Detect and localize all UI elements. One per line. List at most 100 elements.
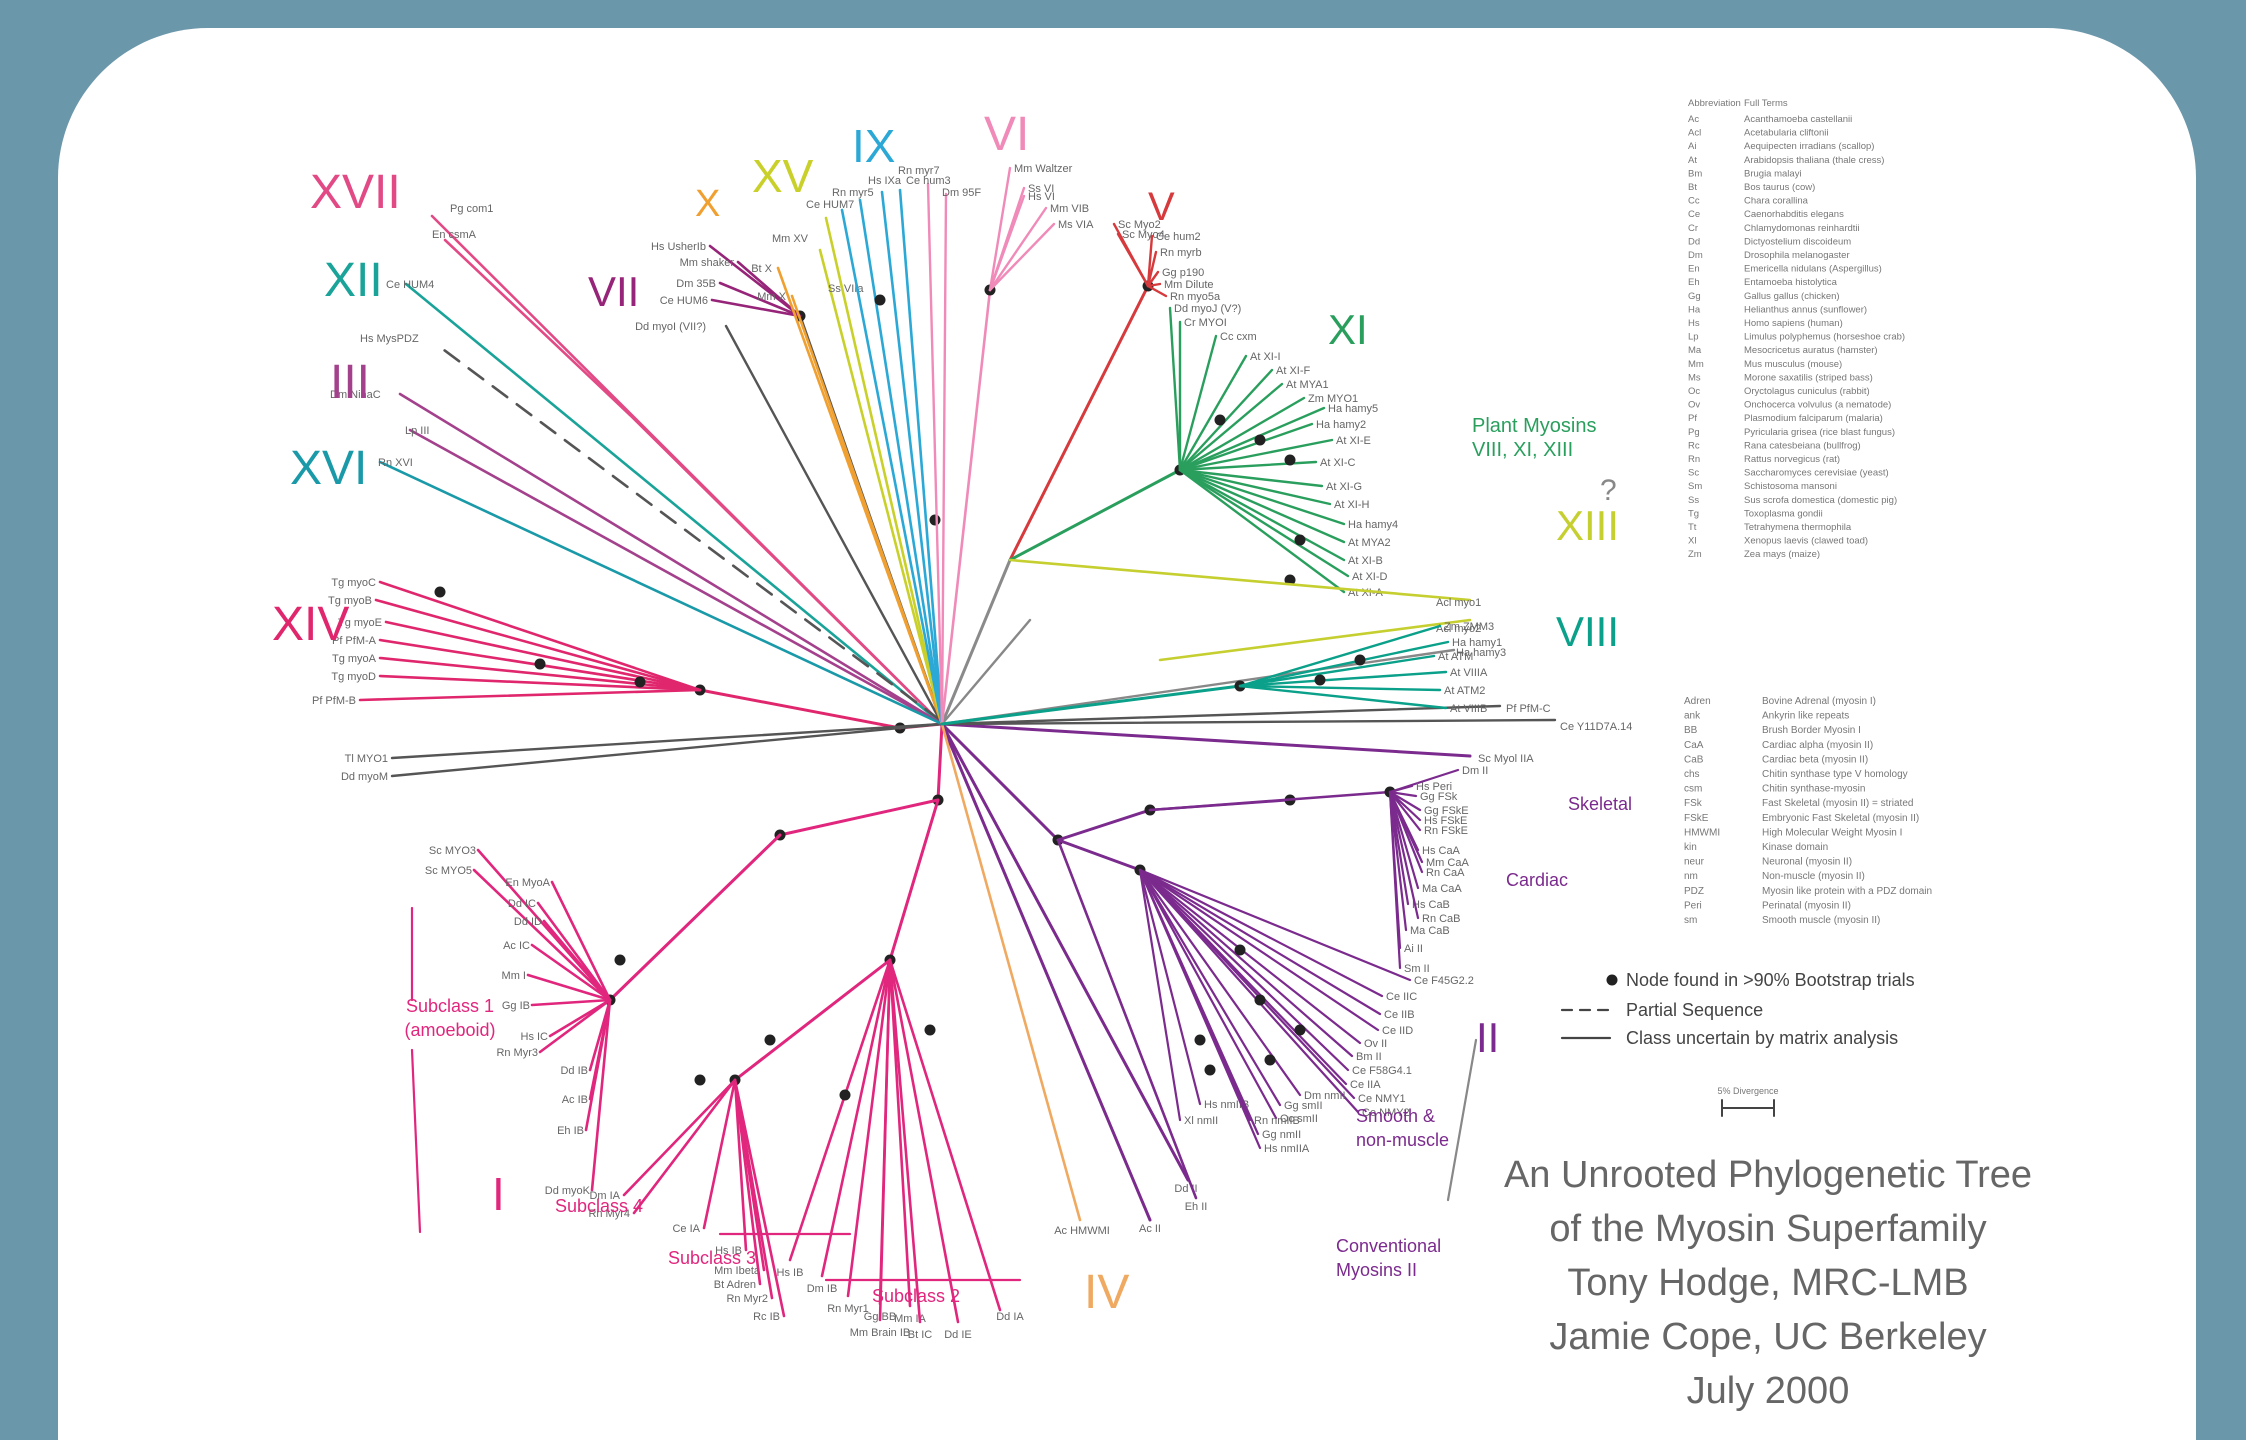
tree-branch: [776, 266, 944, 726]
tree-branch: [1388, 790, 1424, 874]
tree-branch: [1138, 868, 1360, 1114]
leaf-label: Ac II: [1139, 1223, 1161, 1235]
tree-branch: [1138, 868, 1182, 1122]
leaf-label: En csmA: [432, 229, 477, 241]
abbrev-term: Rana catesbeiana (bullfrog): [1744, 440, 1861, 451]
tree-branch: [398, 392, 944, 726]
abbrev-term: Acanthamoeba castellanii: [1744, 114, 1852, 125]
tree-branch: [1138, 868, 1350, 1072]
tree-branch: [733, 1078, 762, 1286]
glossary-term: Cardiac alpha (myosin II): [1762, 740, 1873, 751]
group-label: Subclass 3: [668, 1248, 756, 1268]
leaf-label: Rn myo5a: [1170, 291, 1221, 303]
tree-branch: [858, 198, 944, 726]
leaf-label: Gg IB: [502, 1000, 530, 1012]
abbrev-term: Xenopus laevis (clawed toad): [1744, 536, 1868, 547]
bootstrap-node: [1204, 1064, 1216, 1076]
abbrev-code: Rn: [1688, 454, 1700, 465]
tree-branch: [1178, 422, 1314, 472]
tree-branch: [1146, 284, 1168, 298]
glossary-term: High Molecular Weight Myosin I: [1762, 827, 1902, 838]
abbrev-code: Oc: [1688, 386, 1700, 397]
leaf-label: Oc smII: [1280, 1113, 1318, 1125]
figure-credit: An Unrooted Phylogenetic Tree of the Myo…: [1458, 1148, 2078, 1418]
leaf-label: At XI-I: [1250, 351, 1281, 363]
tree-branch: [1178, 334, 1218, 472]
tree-branch: [1138, 868, 1262, 1150]
abbrev-term: Drosophila melanogaster: [1744, 250, 1850, 261]
bootstrap-node: [1284, 574, 1296, 586]
tree-branch: [1146, 282, 1162, 288]
glossary-code: Peri: [1684, 900, 1702, 911]
tree-branch: [724, 324, 944, 726]
tree-branch: [940, 722, 1082, 1222]
leaf-label: Pf PfM-B: [312, 695, 356, 707]
abbrev-code: Ss: [1688, 495, 1699, 506]
tree-branch: [1138, 868, 1384, 998]
tree-branch: [1146, 270, 1160, 288]
subclass-bracket: [1446, 1038, 1478, 1202]
leaf-label: Rn myr5: [832, 187, 874, 199]
leaf-label: Ha hamy1: [1452, 637, 1502, 649]
tree-branch: [622, 1078, 737, 1197]
glossary-term: Chitin synthase-myosin: [1762, 784, 1865, 795]
leaf-label: Mm VIB: [1050, 203, 1089, 215]
tree-branch: [608, 833, 782, 1002]
glossary-term: Non-muscle (myosin II): [1762, 871, 1865, 882]
bootstrap-node: [874, 294, 886, 306]
leaf-label: At XI-F: [1276, 365, 1311, 377]
abbrev-code: Gg: [1688, 291, 1701, 302]
class-numeral: IX: [852, 120, 895, 172]
leaf-label: Acl myo2: [1436, 623, 1481, 635]
class-numeral: XVII: [310, 166, 401, 219]
group-label: VIII, XI, XIII: [1472, 439, 1573, 461]
abbrev-term: Entamoeba histolytica: [1744, 277, 1838, 288]
glossary-term: Myosin like protein with a PDZ domain: [1762, 886, 1932, 897]
tree-branch: [1056, 838, 1198, 1200]
leaf-label: Zm MYO1: [1308, 393, 1358, 405]
tree-branch: [358, 688, 702, 702]
abbrev-term: Chara corallina: [1744, 196, 1809, 207]
leaf-label: Mm CaA: [1426, 857, 1469, 869]
leaf-label: Ha hamy5: [1328, 403, 1378, 415]
leaf-label: Hs CaB: [1412, 899, 1450, 911]
tree-branch: [1178, 468, 1346, 594]
leaf-label: Ce hum3: [906, 175, 951, 187]
glossary-term: Smooth muscle (myosin II): [1762, 915, 1880, 926]
abbrev-code: Ai: [1688, 141, 1696, 152]
leaf-label: Eh II: [1185, 1201, 1208, 1213]
tree-branch: [1178, 468, 1346, 526]
leaf-label: Dd myoJ (V?): [1174, 303, 1241, 315]
class-numeral: XIII: [1556, 502, 1619, 549]
tree-branch: [718, 281, 802, 318]
tree-branch: [736, 260, 802, 318]
abbrev-term: Caenorhabditis elegans: [1744, 209, 1844, 220]
tree-branch: [888, 958, 960, 1324]
abbrev-code: Ac: [1688, 114, 1699, 125]
glossary-code: FSk: [1684, 798, 1703, 809]
tree-branch: [443, 238, 632, 417]
subclass-bracket: [410, 1048, 422, 1234]
leaf-label: Pf PfM-C: [1506, 703, 1551, 715]
leaf-label: Cc cxm: [1220, 331, 1257, 343]
leaf-label: Rn myrb: [1160, 247, 1202, 259]
leaf-label: Rn Myr3: [496, 1047, 538, 1059]
glossary-code: HMWMI: [1684, 827, 1720, 838]
bootstrap-node: [534, 658, 546, 670]
tree-branch: [390, 722, 944, 760]
leaf-label: Ce NMY2: [1362, 1107, 1410, 1119]
glossary-term: Bovine Adrenal (myosin I): [1762, 696, 1876, 707]
abbrev-term: Mesocricetus auratus (hamster): [1744, 345, 1878, 356]
tree-branch: [1238, 654, 1436, 688]
bootstrap-node: [1234, 944, 1246, 956]
glossary-term: Chitin synthase type V homology: [1762, 769, 1908, 780]
leaf-label: Dm NinaC: [330, 389, 381, 401]
glossary-code: CaB: [1684, 754, 1704, 765]
tree-branch: [378, 460, 944, 726]
bootstrap-node: [614, 954, 626, 966]
leaf-label: Gg FSkE: [1424, 805, 1469, 817]
leaf-label: Ce HUM4: [386, 279, 434, 291]
tree-branch: [940, 618, 1032, 726]
tree-branch: [878, 958, 892, 1322]
class-numeral: I: [492, 1168, 505, 1220]
